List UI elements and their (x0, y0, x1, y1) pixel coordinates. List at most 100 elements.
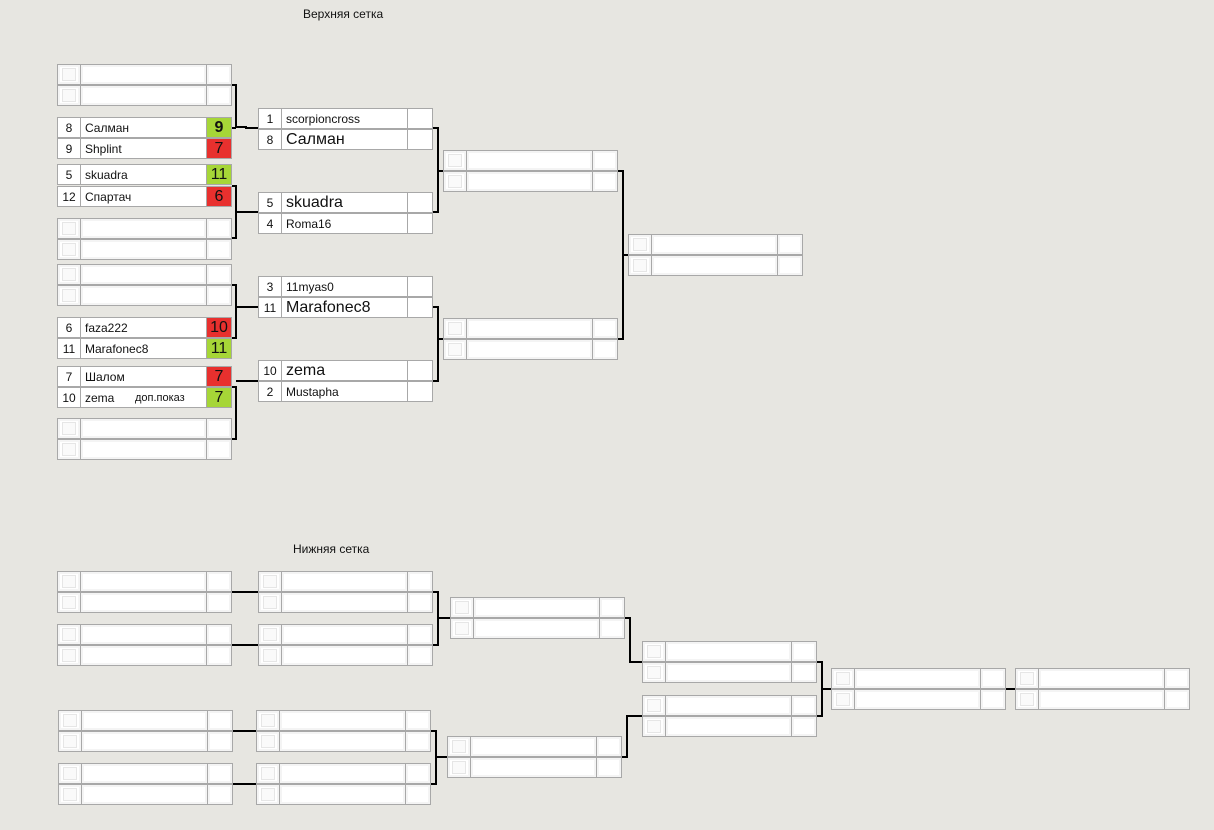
lower-r1-empty-slot (58, 731, 233, 752)
seed-number: 8 (258, 129, 282, 150)
score-lose: 7 (207, 366, 232, 387)
extra-show-note: доп.показ (135, 392, 185, 404)
upper-r1-empty-slot (57, 239, 232, 260)
upper-r3-empty-slot (443, 339, 618, 360)
upper-r1-slot-skuadra: 5 skuadra 11 (57, 164, 232, 185)
score-cell (408, 360, 433, 381)
score-lose: 6 (207, 186, 232, 207)
lower-final-empty-slot (1015, 668, 1190, 689)
player-name: faza222 (81, 317, 207, 338)
upper-r2-slot-zema: 10 zema (258, 360, 433, 381)
lower-r1-empty-slot (58, 763, 233, 784)
upper-r2-slot-skuadra: 5 skuadra (258, 192, 433, 213)
upper-final-empty-slot (628, 255, 803, 276)
upper-r2-slot-11myas0: 3 11myas0 (258, 276, 433, 297)
seed-number: 9 (57, 138, 81, 159)
lower-r3-empty-slot (450, 597, 625, 618)
seed-number: 6 (57, 317, 81, 338)
seed-number: 8 (57, 117, 81, 138)
player-name: Салман (282, 129, 408, 150)
player-name: zema (282, 360, 408, 381)
upper-r1-slot-marafonec8: 11 Marafonec8 11 (57, 338, 232, 359)
lower-r4-empty-slot (642, 641, 817, 662)
lower-r4-empty-slot (642, 716, 817, 737)
score-cell (408, 276, 433, 297)
player-name: Салман (81, 117, 207, 138)
upper-r1-empty-slot (57, 64, 232, 85)
seed-number: 12 (57, 186, 81, 207)
player-name: skuadra (81, 164, 207, 185)
upper-final-empty-slot (628, 234, 803, 255)
upper-bracket-title: Верхняя сетка (303, 7, 384, 21)
lower-r1-empty-slot (57, 624, 232, 645)
lower-r4-empty-slot (642, 662, 817, 683)
player-name: Marafonec8 (81, 338, 207, 359)
upper-r2-slot-marafonec8: 11 Marafonec8 (258, 297, 433, 318)
lower-r5-empty-slot (831, 668, 1006, 689)
lower-r5-empty-slot (831, 689, 1006, 710)
player-name: Шалом (81, 366, 207, 387)
upper-r1-slot-salman: 8 Салман 9 (57, 117, 232, 138)
upper-r1-slot-faza222: 6 faza222 10 (57, 317, 232, 338)
lower-r2-empty-slot (258, 624, 433, 645)
score-win: 7 (207, 387, 232, 408)
score-cell (408, 381, 433, 402)
lower-r2-empty-slot (256, 784, 431, 805)
score-win: 11 (207, 338, 232, 359)
player-name: 11myas0 (282, 276, 408, 297)
lower-bracket-title: Нижняя сетка (293, 542, 370, 556)
lower-final-empty-slot (1015, 689, 1190, 710)
score-cell (408, 213, 433, 234)
lower-r1-empty-slot (57, 571, 232, 592)
player-name: scorpioncross (282, 108, 408, 129)
upper-r2-slot-roma16: 4 Roma16 (258, 213, 433, 234)
lower-r1-empty-slot (58, 710, 233, 731)
lower-r2-empty-slot (258, 645, 433, 666)
player-name: Marafonec8 (282, 297, 408, 318)
upper-r1-empty-slot (57, 418, 232, 439)
lower-r4-empty-slot (642, 695, 817, 716)
upper-r1-empty-slot (57, 285, 232, 306)
seed-number: 5 (258, 192, 282, 213)
upper-r3-empty-slot (443, 318, 618, 339)
score-lose: 10 (207, 317, 232, 338)
player-name: Спартач (81, 186, 207, 207)
player-name: Mustapha (282, 381, 408, 402)
score-cell (408, 129, 433, 150)
seed-number: 2 (258, 381, 282, 402)
upper-r2-slot-mustapha: 2 Mustapha (258, 381, 433, 402)
player-name: Roma16 (282, 213, 408, 234)
seed-number: 5 (57, 164, 81, 185)
upper-r1-slot-spartach: 12 Спартач 6 (57, 186, 232, 207)
lower-r3-empty-slot (450, 618, 625, 639)
upper-r1-slot-shalom: 7 Шалом 7 (57, 366, 232, 387)
seed-number: 1 (258, 108, 282, 129)
score-cell (408, 108, 433, 129)
lower-r2-empty-slot (256, 763, 431, 784)
score-win: 9 (207, 117, 232, 138)
seed-number: 4 (258, 213, 282, 234)
upper-r1-empty-slot (57, 218, 232, 239)
player-name-text: zema (85, 390, 115, 405)
lower-r1-empty-slot (57, 592, 232, 613)
upper-r1-slot-shplint: 9 Shplint 7 (57, 138, 232, 159)
player-name: skuadra (282, 192, 408, 213)
upper-r1-empty-slot (57, 85, 232, 106)
player-name: Shplint (81, 138, 207, 159)
lower-r2-empty-slot (258, 571, 433, 592)
lower-r2-empty-slot (256, 710, 431, 731)
seed-number: 11 (258, 297, 282, 318)
lower-r2-empty-slot (256, 731, 431, 752)
lower-r2-empty-slot (258, 592, 433, 613)
lower-r1-empty-slot (57, 645, 232, 666)
seed-number: 11 (57, 338, 81, 359)
upper-r3-empty-slot (443, 171, 618, 192)
upper-r2-slot-salman: 8 Салман (258, 129, 433, 150)
seed-number: 7 (57, 366, 81, 387)
upper-r1-empty-slot (57, 439, 232, 460)
seed-number: 10 (57, 387, 81, 408)
player-name: zema доп.показ (81, 387, 207, 408)
upper-r3-empty-slot (443, 150, 618, 171)
upper-r2-slot-scorpioncross: 1 scorpioncross (258, 108, 433, 129)
upper-r1-slot-zema: 10 zema доп.показ 7 (57, 387, 232, 408)
